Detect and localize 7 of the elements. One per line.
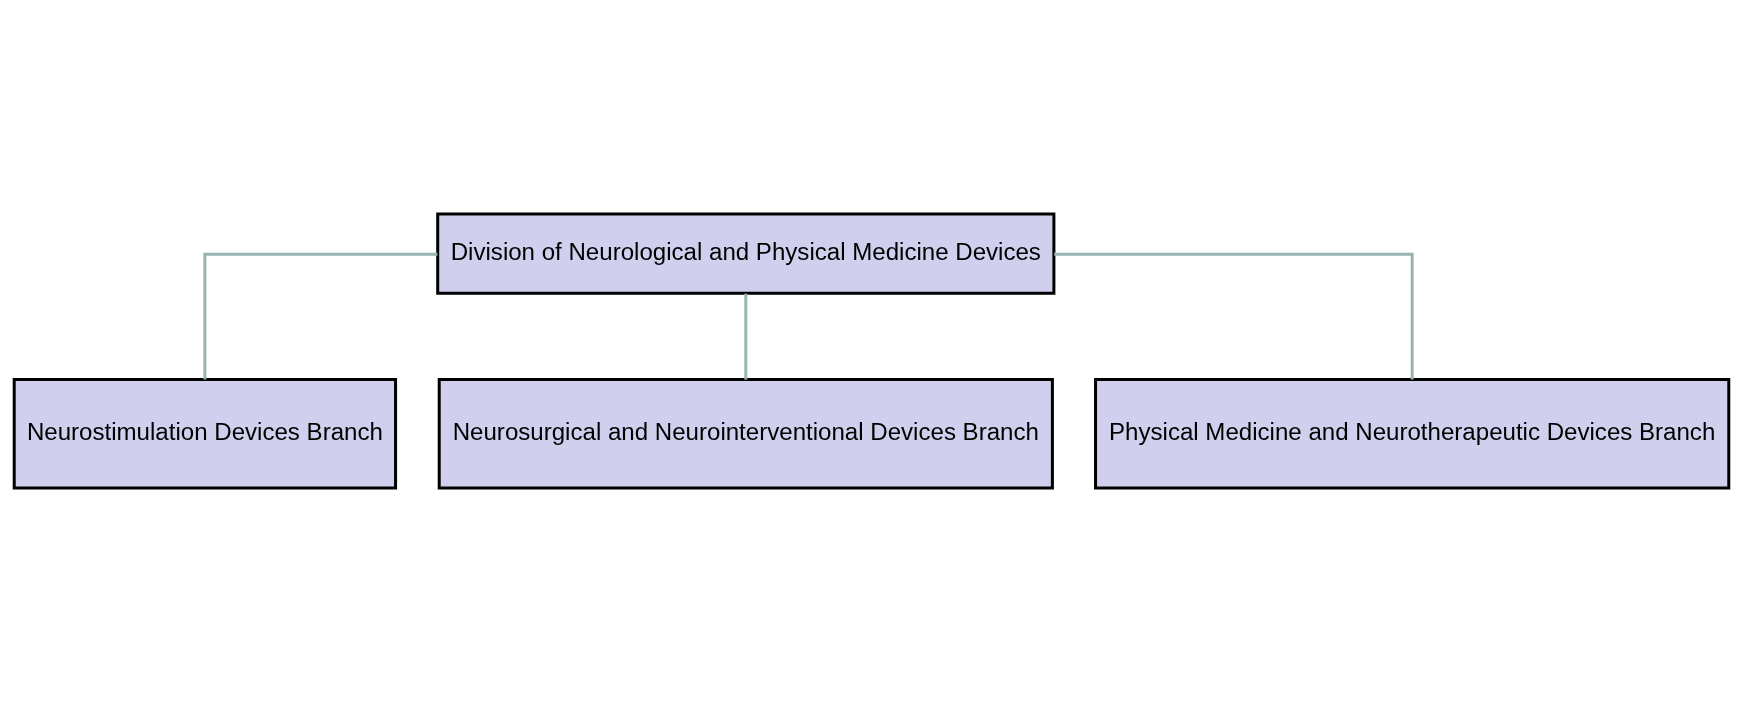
node-box: Physical Medicine and Neurotherapeutic Devices Branch: [1094, 378, 1731, 490]
node-box: Division of Neurological and Physical Medicine Devices: [436, 212, 1056, 295]
connector: [744, 293, 748, 380]
connector: [203, 252, 438, 380]
connector: [1054, 252, 1414, 380]
node-box: Neurosurgical and Neurointerventional Devices Branch: [437, 378, 1054, 490]
node-box: Neurostimulation Devices Branch: [12, 378, 398, 490]
